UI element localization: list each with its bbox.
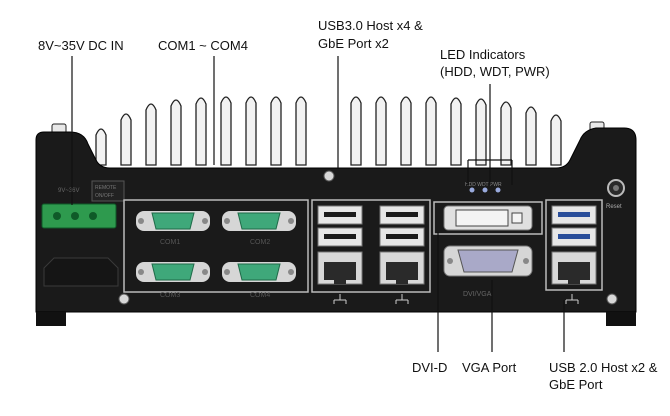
dc-panel-label: 9V~36V [58,188,80,194]
usb2-gbe-bracket [545,199,603,291]
com3-port [136,262,210,282]
usb2-port [551,227,597,247]
screw-icon [323,170,335,182]
label-led-line1: LED Indicators [440,47,526,62]
usb3-port [379,227,425,247]
label-led-line2: (HDD, WDT, PWR) [440,64,550,79]
dvi-bracket [433,201,543,235]
label-usb2-line1: USB 2.0 Host x2 & [549,360,658,375]
label-dvi-d: DVI-D [412,360,448,375]
gbe-rj45-port [317,251,363,285]
usb3-port [317,205,363,225]
label-usb2-line2: GbE Port [549,377,603,392]
svg-text:DVI/VGA: DVI/VGA [463,291,492,298]
svg-text:COM1: COM1 [160,239,180,246]
svg-text:COM2: COM2 [250,239,270,246]
led-indicators: HDD WDT PWR [465,182,502,193]
label-usb3-line1: USB3.0 Host x4 & [318,18,423,33]
heatsink-fins [95,96,562,166]
com-bracket [123,199,309,293]
usb3-gbe-bracket [311,199,431,293]
svg-text:REMOTE: REMOTE [95,185,117,191]
svg-text:HDD WDT PWR: HDD WDT PWR [465,182,502,188]
label-usb3-line2: GbE Port x2 [318,36,389,51]
label-com-ports: COM1 ~ COM4 [158,38,248,53]
label-vga-port: VGA Port [462,360,517,375]
network-icon [395,294,409,304]
dvi-d-port [443,205,533,231]
usb2-port [551,205,597,225]
svg-text:Reset: Reset [606,204,622,210]
usb3-port [379,205,425,225]
vga-port [443,245,533,277]
svg-text:ON/OFF: ON/OFF [95,193,114,199]
network-icon [565,294,579,304]
svg-text:COM4: COM4 [250,292,270,299]
com4-port [222,262,296,282]
usb3-port [317,227,363,247]
com1-port [136,211,210,231]
svg-text:COM3: COM3 [160,292,180,299]
com2-port [222,211,296,231]
leader-lines [71,56,565,352]
gbe-rj45-port [551,251,597,285]
gbe-rj45-port [379,251,425,285]
network-icon [333,294,347,304]
label-dc-in: 8V~35V DC IN [38,38,124,53]
